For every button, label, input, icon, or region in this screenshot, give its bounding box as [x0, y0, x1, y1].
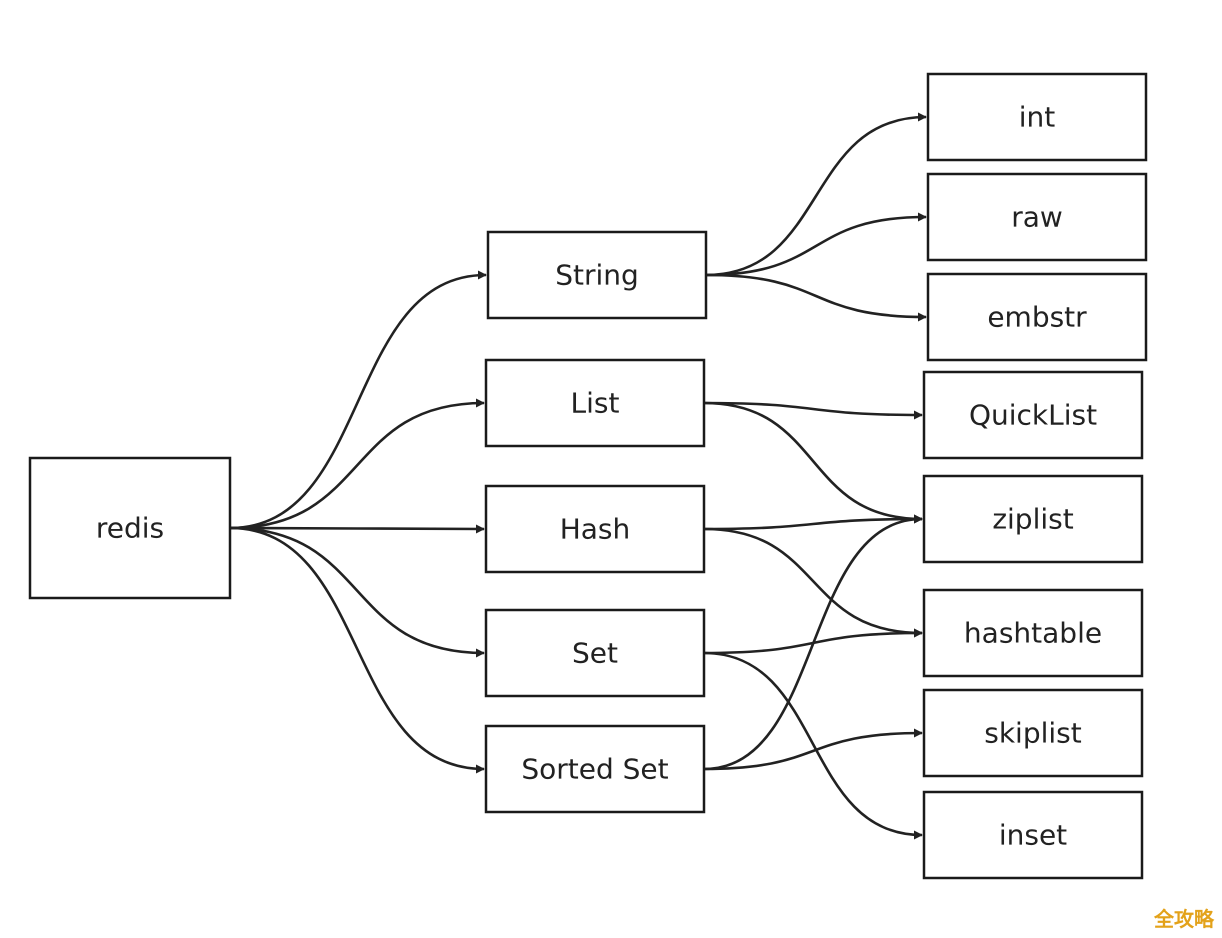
node-label: raw [1011, 201, 1063, 234]
node-box [484, 484, 706, 574]
node-hashtable: hashtable [922, 588, 1144, 678]
edge-set-to-inset [703, 651, 923, 840]
node-label: redis [96, 512, 164, 545]
edge-list-to-ziplist [703, 401, 923, 524]
node-label: QuickList [969, 399, 1097, 432]
edge-redis-to-string [229, 270, 487, 530]
node-hash: Hash [484, 484, 706, 574]
node-label: ziplist [992, 503, 1073, 536]
edge-hash-to-ziplist [703, 514, 923, 531]
node-set: Set [484, 608, 706, 698]
watermark-text: 全攻略 [1154, 907, 1214, 931]
node-embstr: embstr [926, 272, 1148, 362]
node-box [926, 72, 1148, 162]
edge-string-to-raw [705, 212, 927, 277]
node-raw: raw [926, 172, 1148, 262]
node-quicklist: QuickList [922, 370, 1144, 460]
node-box [486, 230, 708, 320]
node-label: Set [572, 637, 618, 670]
node-ziplist: ziplist [922, 474, 1144, 564]
node-label: List [571, 387, 620, 420]
edge-string-to-int [705, 112, 927, 277]
node-box [926, 172, 1148, 262]
node-box [922, 790, 1144, 880]
node-string: String [486, 230, 708, 320]
node-label: String [555, 259, 639, 292]
node-label: hashtable [964, 617, 1102, 650]
edge-redis-to-set [229, 526, 485, 658]
node-label: Sorted Set [521, 753, 668, 786]
edge-redis-to-hash [229, 524, 485, 534]
node-box [484, 358, 706, 448]
node-box [922, 688, 1144, 778]
node-redis: redis [28, 456, 232, 600]
node-label: int [1019, 101, 1056, 134]
edge-hash-to-hashtable [703, 527, 923, 638]
node-box [922, 370, 1144, 460]
node-box [28, 456, 232, 600]
node-sortedset: Sorted Set [484, 724, 706, 814]
edge-sortedset-to-ziplist [703, 514, 923, 771]
node-label: embstr [987, 301, 1087, 334]
edge-list-to-quicklist [703, 401, 923, 420]
node-box [484, 608, 706, 698]
node-inset: inset [922, 790, 1144, 880]
edges-layer [229, 112, 927, 840]
edge-redis-to-sortedset [229, 526, 485, 774]
node-list: List [484, 358, 706, 448]
node-box [484, 724, 706, 814]
node-label: inset [999, 819, 1067, 852]
edge-string-to-embstr [705, 273, 927, 322]
node-label: Hash [560, 513, 631, 546]
node-label: skiplist [984, 717, 1082, 750]
edge-redis-to-list [229, 398, 485, 530]
node-box [922, 474, 1144, 564]
node-box [926, 272, 1148, 362]
node-box [922, 588, 1144, 678]
node-int: int [926, 72, 1148, 162]
node-skiplist: skiplist [922, 688, 1144, 778]
edge-sortedset-to-skiplist [703, 728, 923, 771]
